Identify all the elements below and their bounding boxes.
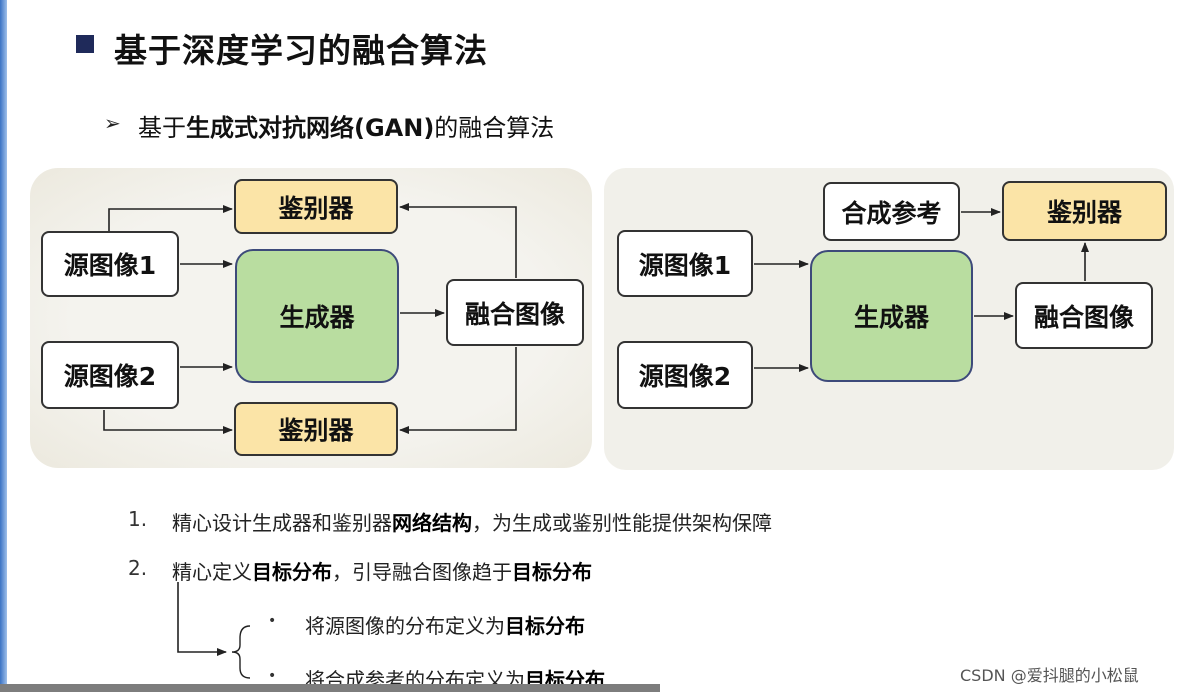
sub-point-1-text: 将源图像的分布定义为目标分布 <box>305 610 585 639</box>
point-1-text-bold: 网络结构 <box>392 511 472 535</box>
subtitle-suffix: 的融合算法 <box>434 114 555 142</box>
left-generator: 生成器 <box>235 249 399 383</box>
sub-point-1-text-bold: 目标分布 <box>505 614 585 638</box>
point2-bracket-line <box>177 582 227 656</box>
left-source-image-2: 源图像2 <box>41 341 179 409</box>
point-1-text: 精心设计生成器和鉴别器网络结构，为生成或鉴别性能提供架构保障 <box>172 507 772 536</box>
bottom-scroll-bar <box>0 684 660 692</box>
edge-fused-to-disc-bottom <box>399 347 517 434</box>
point-2-text: 精心定义目标分布，引导融合图像趋于目标分布 <box>172 556 592 585</box>
left-fused-image: 融合图像 <box>446 279 584 346</box>
point-2-text-a: 精心定义 <box>172 560 252 584</box>
right-generator: 生成器 <box>810 250 973 382</box>
left-discriminator-bottom: 鉴别器 <box>234 402 398 456</box>
edge-src1-to-disc-top <box>108 205 233 231</box>
right-source-image-2: 源图像2 <box>617 341 753 409</box>
edge-src2-to-disc-bottom <box>103 410 233 434</box>
sub-point-1-bullet: • <box>268 613 277 629</box>
csdn-watermark: CSDN @爱抖腿的小松鼠 <box>960 666 1139 685</box>
left-source-image-1: 源图像1 <box>41 231 179 297</box>
title-bullet-square <box>76 35 94 53</box>
subtitle-prefix: 基于 <box>138 114 186 142</box>
point-2-text-c: ，引导融合图像趋于 <box>332 560 512 584</box>
right-fused-image: 融合图像 <box>1015 282 1153 349</box>
sub-point-brace <box>231 625 251 679</box>
arrow-bullet-icon: ➢ <box>104 111 121 135</box>
point-1-text-a: 精心设计生成器和鉴别器 <box>172 511 392 535</box>
edge-fused-to-disc-top <box>399 203 517 278</box>
point-1-text-c: ，为生成或鉴别性能提供架构保障 <box>472 511 772 535</box>
right-source-image-1: 源图像1 <box>617 230 753 297</box>
sub-point-1-text-a: 将源图像的分布定义为 <box>305 614 505 638</box>
left-accent-strip <box>0 0 7 692</box>
sub-point-2-bullet: • <box>268 668 277 684</box>
point-2-number: 2. <box>128 556 148 580</box>
subtitle-bold: 生成式对抗网络(GAN) <box>186 114 435 142</box>
point-2-text-bold-2: 目标分布 <box>512 560 592 584</box>
page-title: 基于深度学习的融合算法 <box>114 31 488 70</box>
point-1-number: 1. <box>128 507 148 531</box>
point-2-text-bold: 目标分布 <box>252 560 332 584</box>
right-discriminator: 鉴别器 <box>1002 181 1167 241</box>
right-synthetic-reference: 合成参考 <box>823 182 960 241</box>
subtitle: 基于生成式对抗网络(GAN)的融合算法 <box>138 108 554 143</box>
left-discriminator-top: 鉴别器 <box>234 179 398 234</box>
